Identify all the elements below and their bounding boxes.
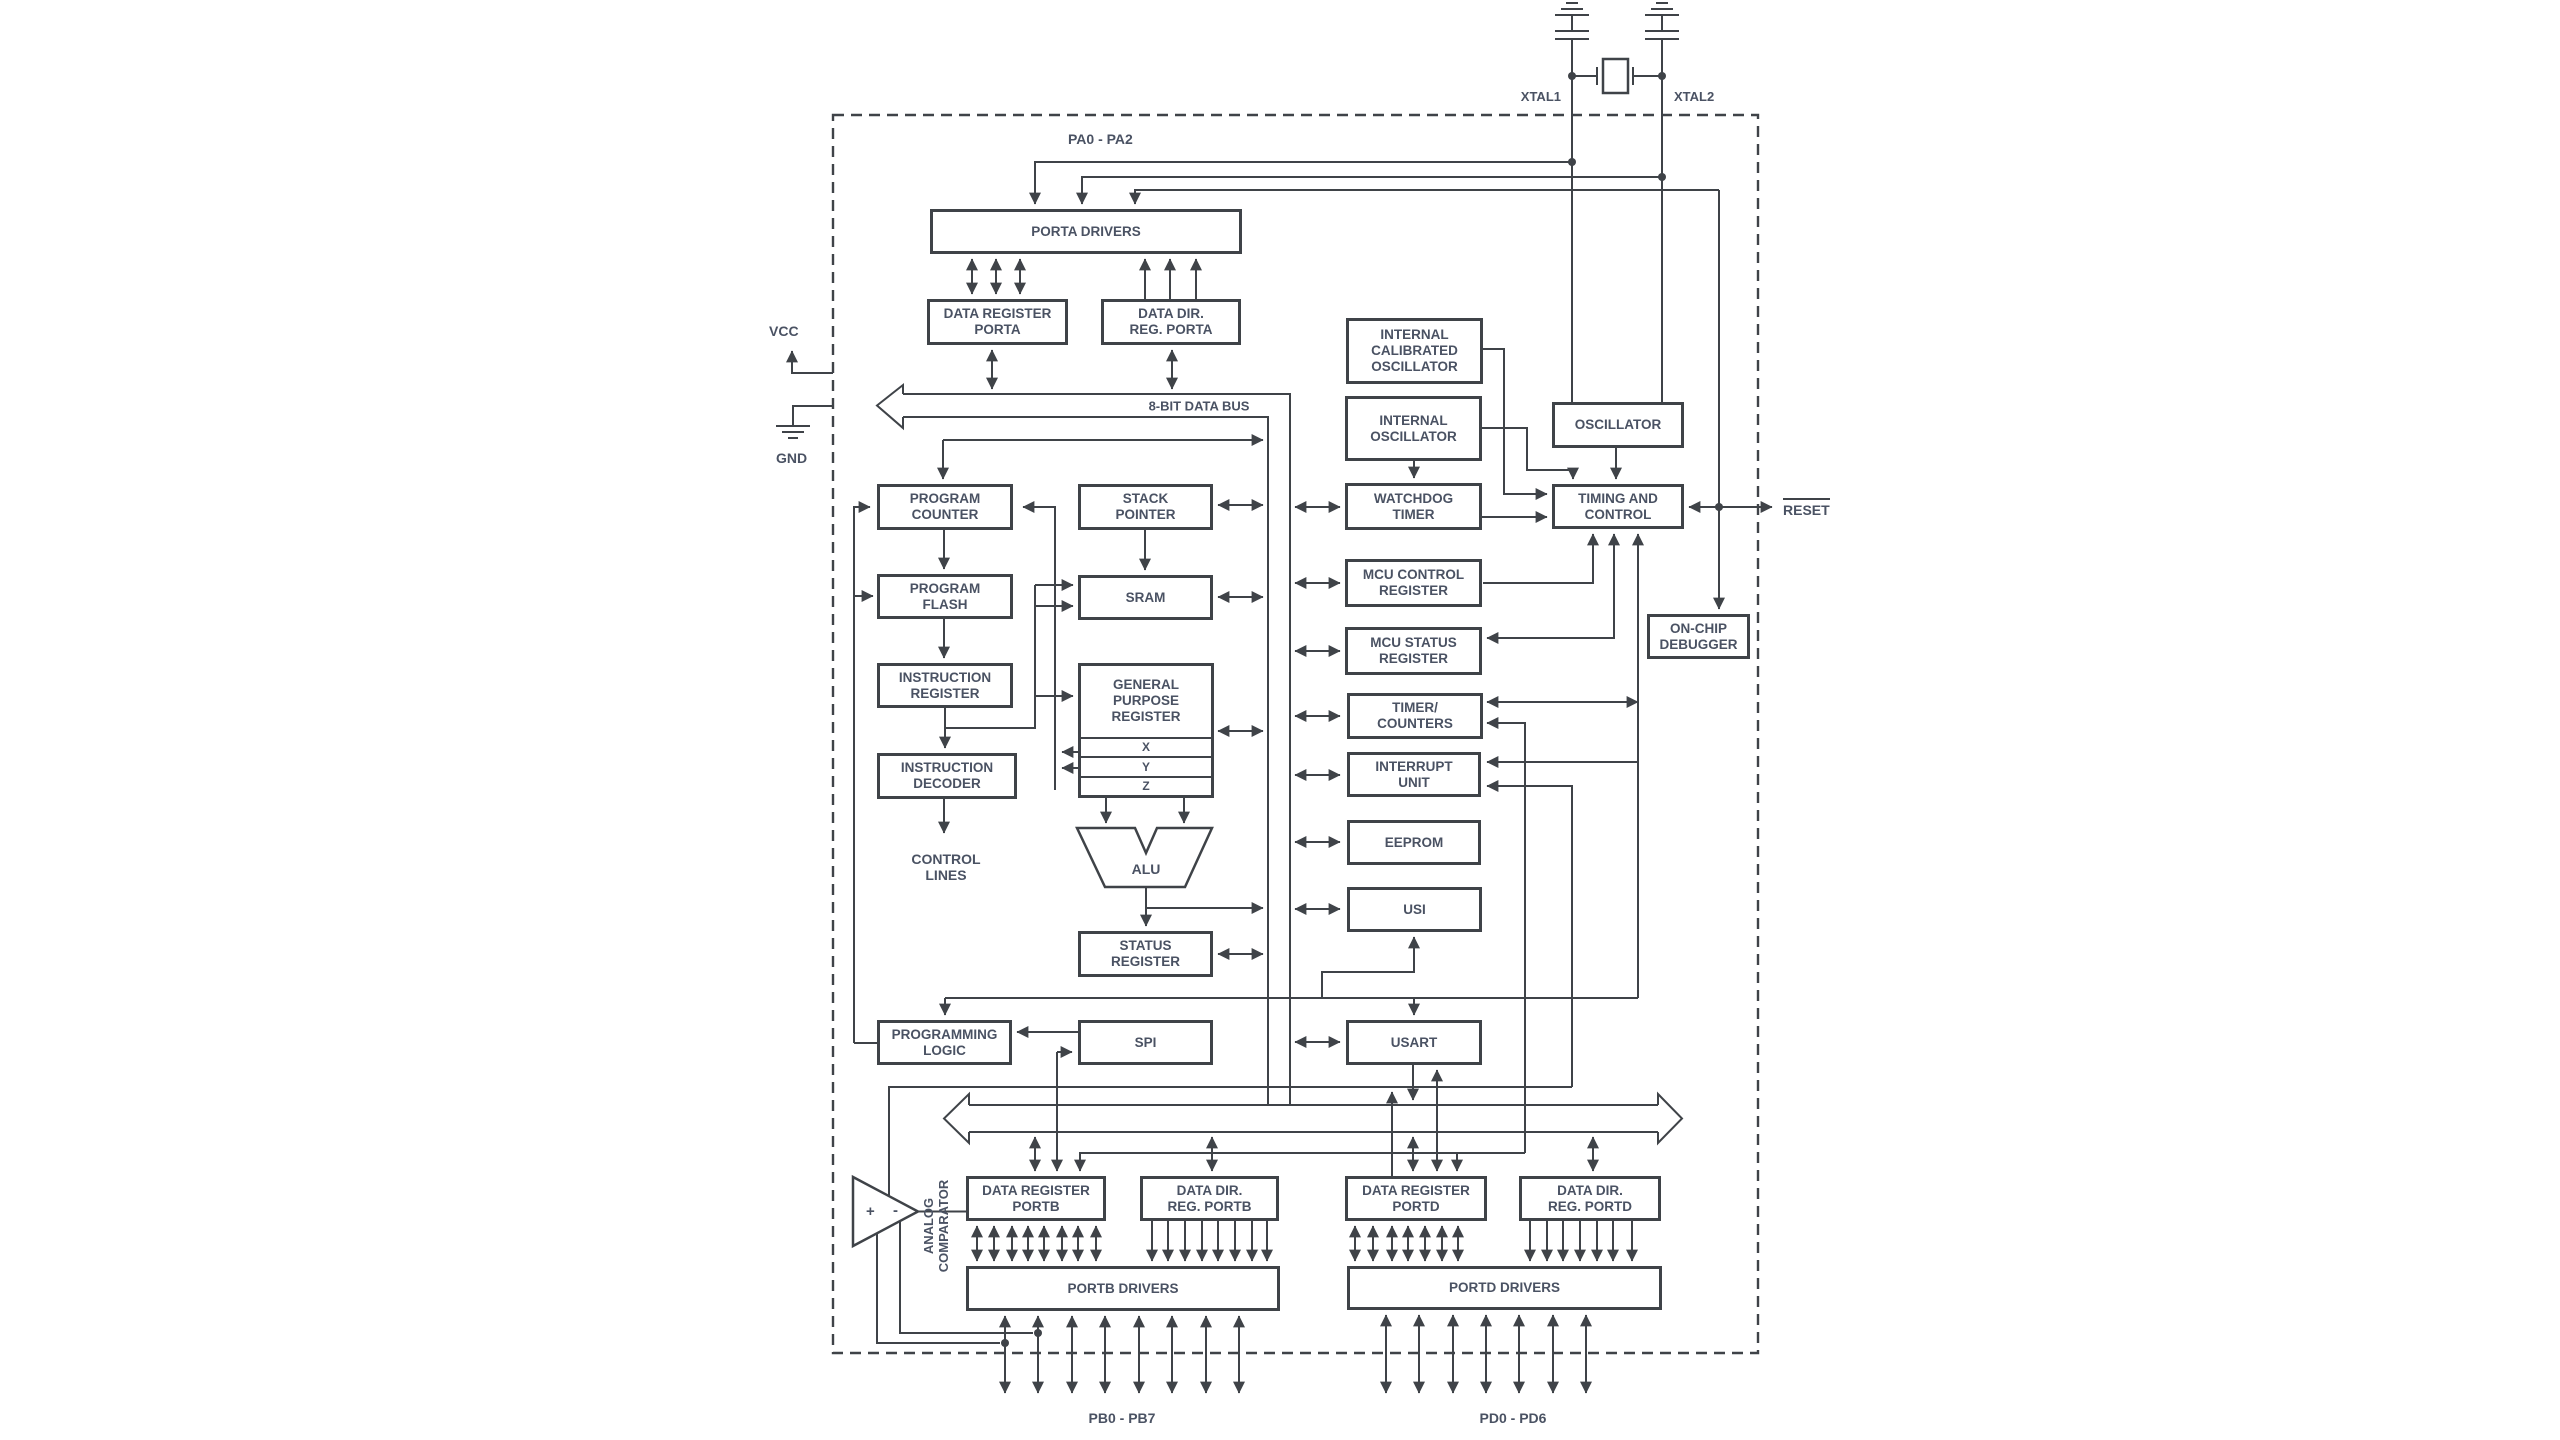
block-on-chip-debugger: ON-CHIP DEBUGGER (1647, 614, 1750, 659)
block-oscillator: OSCILLATOR (1552, 402, 1684, 448)
block-porta-drivers: PORTA DRIVERS (930, 209, 1242, 254)
block-mcu-status-register: MCU STATUS REGISTER (1345, 627, 1482, 675)
portb-arrows (971, 1221, 1273, 1262)
block-timing-and-control: TIMING AND CONTROL (1552, 484, 1684, 529)
xtal2-label: XTAL2 (1674, 89, 1715, 104)
y-register: Y (1081, 756, 1211, 776)
pb-pins-label: PB0 - PB7 (1088, 1410, 1156, 1426)
interrupt-timer-routing (888, 717, 1573, 1196)
block-portd-drivers: PORTD DRIVERS (1347, 1266, 1662, 1310)
comparator-minus-sign: - (893, 1202, 898, 1219)
block-status-register: STATUS REGISTER (1078, 931, 1213, 977)
comparator-plus-sign: + (866, 1203, 875, 1220)
crystal-icon (1601, 57, 1630, 95)
z-register: Z (1081, 775, 1211, 796)
timing-control-wiring (1408, 348, 1773, 998)
bus-to-port-arrows (1029, 1136, 1599, 1172)
block-usi: USI (1347, 887, 1482, 932)
reset-label: RESET (1783, 498, 1830, 518)
bottom-data-bus-arrow (942, 1091, 1684, 1146)
block-spi: SPI (1078, 1020, 1213, 1065)
peripheral-bus-arrows (1294, 501, 1341, 1048)
block-instruction-register: INSTRUCTION REGISTER (877, 663, 1013, 708)
block-data-dir-reg-portb: DATA DIR. REG. PORTB (1140, 1176, 1279, 1221)
block-general-purpose-register: GENERAL PURPOSE REGISTER X Y Z (1078, 663, 1214, 798)
alu-label: ALU (1131, 861, 1161, 877)
pd-pins-label: PD0 - PD6 (1479, 1410, 1547, 1426)
block-data-register-porta: DATA REGISTER PORTA (927, 299, 1068, 345)
block-sram: SRAM (1078, 575, 1213, 620)
xtal1-label: XTAL1 (1520, 89, 1561, 104)
block-instruction-decoder: INSTRUCTION DECODER (877, 753, 1017, 799)
porta-top-lines (1029, 158, 1725, 610)
block-timer-counters: TIMER/ COUNTERS (1347, 693, 1483, 739)
block-stack-pointer: STACK POINTER (1078, 484, 1213, 530)
analog-comparator-symbol (851, 1174, 1042, 1347)
pa-pins-label: PA0 - PA2 (1068, 131, 1133, 147)
vcc-label: VCC (769, 323, 799, 339)
pd-pin-arrows (1380, 1314, 1592, 1394)
x-register: X (1081, 736, 1211, 757)
gnd-label: GND (776, 450, 808, 466)
block-usart: USART (1346, 1020, 1482, 1065)
block-programming-logic: PROGRAMMING LOGIC (877, 1020, 1012, 1065)
block-program-flash: PROGRAM FLASH (877, 574, 1013, 619)
block-portb-drivers: PORTB DRIVERS (966, 1266, 1280, 1311)
control-lines-label: CONTROL LINES (911, 851, 981, 883)
power-pins (776, 350, 833, 439)
block-eeprom: EEPROM (1347, 820, 1481, 865)
block-watchdog-timer: WATCHDOG TIMER (1345, 483, 1482, 530)
portd-arrows (1349, 1221, 1638, 1262)
block-data-dir-reg-porta: DATA DIR. REG. PORTA (1101, 299, 1241, 345)
pb-pin-arrows (999, 1315, 1245, 1394)
block-data-register-portd: DATA REGISTER PORTD (1345, 1176, 1487, 1221)
data-bus-label: 8-BIT DATA BUS (1148, 398, 1250, 414)
cpu-core-wiring (853, 434, 1264, 1044)
block-interrupt-unit: INTERRUPT UNIT (1347, 752, 1481, 797)
porta-register-arrows (966, 258, 1202, 390)
gpr-label: GENERAL PURPOSE REGISTER (1111, 677, 1181, 725)
alu-shape (1075, 826, 1214, 889)
top-data-bus-arrow (875, 382, 1291, 1105)
crystal-circuit (1555, 2, 1679, 402)
analog-comparator-label: ANALOG COMPARATOR (921, 1179, 951, 1273)
block-program-counter: PROGRAM COUNTER (877, 484, 1013, 530)
block-data-dir-reg-portd: DATA DIR. REG. PORTD (1519, 1176, 1661, 1221)
block-internal-oscillator: INTERNAL OSCILLATOR (1345, 396, 1482, 461)
block-mcu-control-register: MCU CONTROL REGISTER (1345, 559, 1482, 607)
serial-control-lines (939, 936, 1638, 1172)
block-internal-calibrated-oscillator: INTERNAL CALIBRATED OSCILLATOR (1346, 318, 1483, 384)
block-data-register-portb: DATA REGISTER PORTB (966, 1176, 1106, 1221)
